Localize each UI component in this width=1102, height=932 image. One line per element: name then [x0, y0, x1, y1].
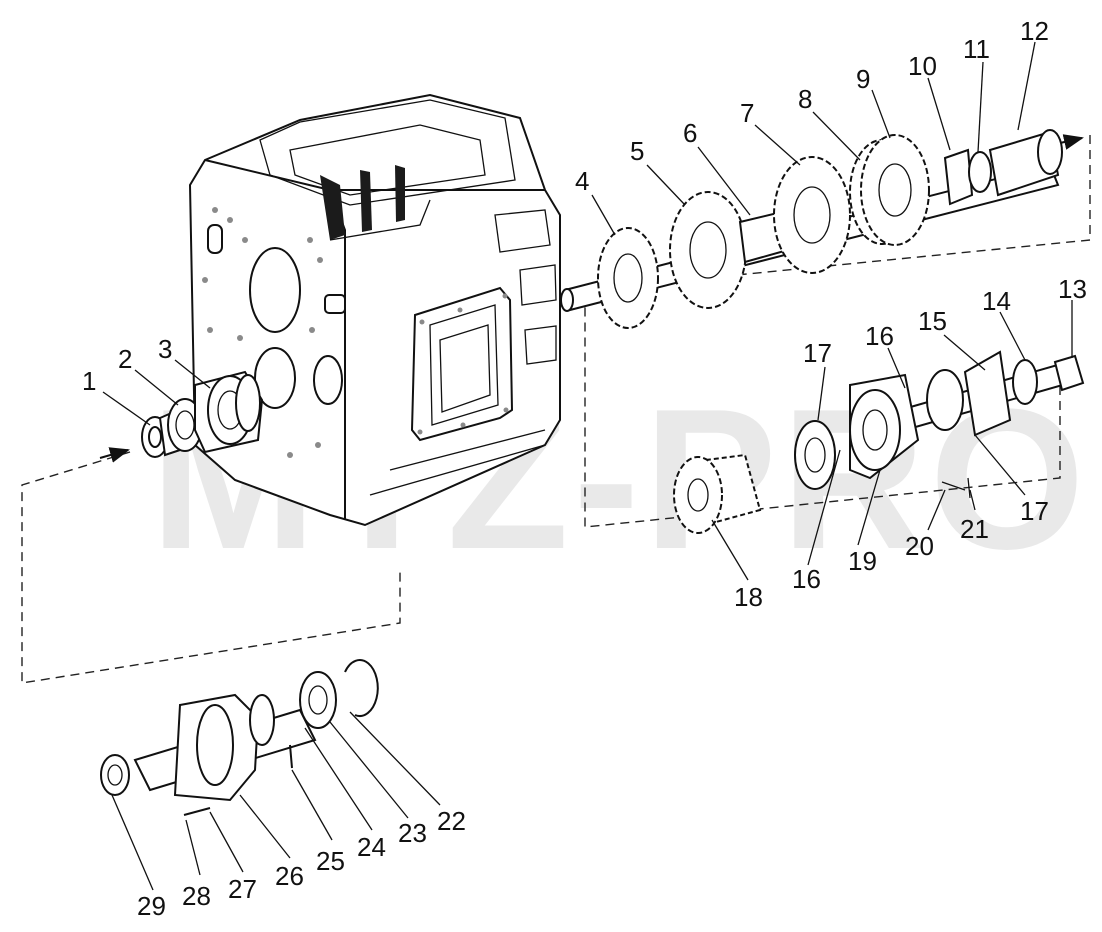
callout-26: 26: [275, 861, 304, 891]
output-shaft-assembly: [100, 659, 379, 816]
callout-29: 29: [137, 891, 166, 921]
callout-18: 18: [734, 582, 763, 612]
callout-17-lower: 17: [1020, 496, 1049, 526]
callout-labels: 1 2 3 4 5 6 7 8 9 10 11 12 13 14 15 16 1…: [82, 16, 1087, 921]
input-shaft-bearing-assembly: [141, 370, 264, 458]
callout-7: 7: [740, 98, 754, 128]
callout-8: 8: [798, 84, 812, 114]
callout-13: 13: [1058, 274, 1087, 304]
callout-6: 6: [683, 118, 697, 148]
callout-25: 25: [316, 846, 345, 876]
callout-15: 15: [918, 306, 947, 336]
callout-4: 4: [575, 166, 589, 196]
callout-16-lower: 16: [792, 564, 821, 594]
callout-28: 28: [182, 881, 211, 911]
callout-12: 12: [1020, 16, 1049, 46]
callout-leader-lines: [102, 41, 1073, 891]
callout-2: 2: [118, 344, 132, 374]
callout-14: 14: [982, 286, 1011, 316]
callout-23: 23: [398, 818, 427, 848]
callout-21: 21: [960, 514, 989, 544]
callout-16-upper: 16: [865, 321, 894, 351]
callout-1: 1: [82, 366, 96, 396]
callout-17-upper: 17: [803, 338, 832, 368]
callout-20: 20: [905, 531, 934, 561]
callout-24: 24: [357, 832, 386, 862]
gearbox-housing: [188, 93, 561, 527]
callout-10: 10: [908, 51, 937, 81]
secondary-shaft-assembly: [673, 350, 1085, 534]
callout-19: 19: [848, 546, 877, 576]
callout-9: 9: [856, 64, 870, 94]
callout-27: 27: [228, 874, 257, 904]
callout-5: 5: [630, 136, 644, 166]
callout-22: 22: [437, 806, 466, 836]
callout-11: 11: [963, 34, 990, 64]
assembly-guide-lines: [21, 134, 1091, 684]
callout-3: 3: [158, 334, 172, 364]
main-shaft-gear-assembly: [560, 129, 1063, 329]
